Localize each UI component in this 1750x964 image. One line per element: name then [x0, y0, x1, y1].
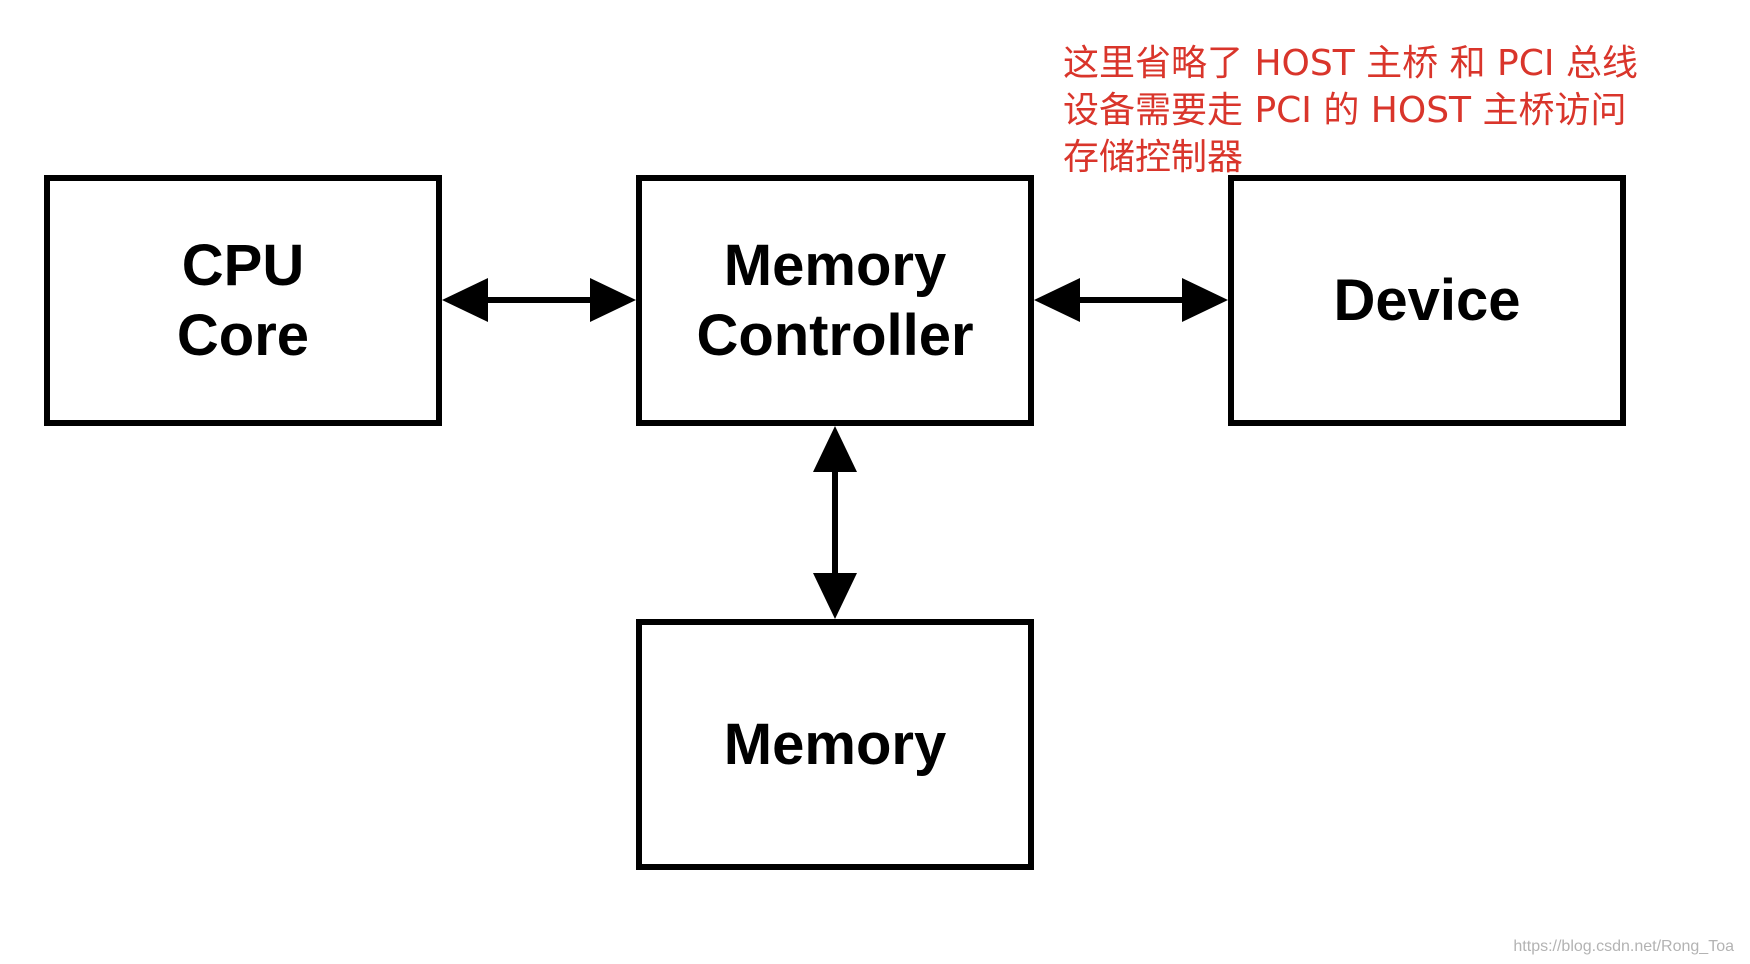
- memory-controller-box: Memory Controller: [636, 175, 1034, 426]
- cpu-core-label-line-2: Core: [176, 302, 310, 368]
- annotation-note: 这里省略了 HOST 主桥 和 PCI 总线 设备需要走 PCI 的 HOST …: [1063, 40, 1713, 181]
- memory-label: Memory: [723, 711, 947, 777]
- annotation-note-line-1: 这里省略了 HOST 主桥 和 PCI 总线: [1063, 43, 1638, 84]
- memory-controller-label-line-1: Memory: [723, 232, 947, 298]
- annotation-note-line-2: 设备需要走 PCI 的 HOST 主桥访问: [1063, 90, 1627, 131]
- memory-controller-label-line-2: Controller: [696, 302, 974, 368]
- watermark-text: https://blog.csdn.net/Rong_Toa: [1513, 938, 1734, 955]
- arrow-cpu-controller: [442, 278, 636, 322]
- cpu-core-label-line-1: CPU: [181, 232, 305, 298]
- cpu-core-box: CPU Core: [44, 175, 442, 426]
- arrow-controller-device: [1034, 278, 1228, 322]
- arrow-controller-memory: [813, 426, 857, 619]
- device-box: Device: [1228, 175, 1626, 426]
- device-label: Device: [1333, 267, 1521, 333]
- annotation-note-line-3: 存储控制器: [1063, 137, 1244, 178]
- memory-box: Memory: [636, 619, 1034, 870]
